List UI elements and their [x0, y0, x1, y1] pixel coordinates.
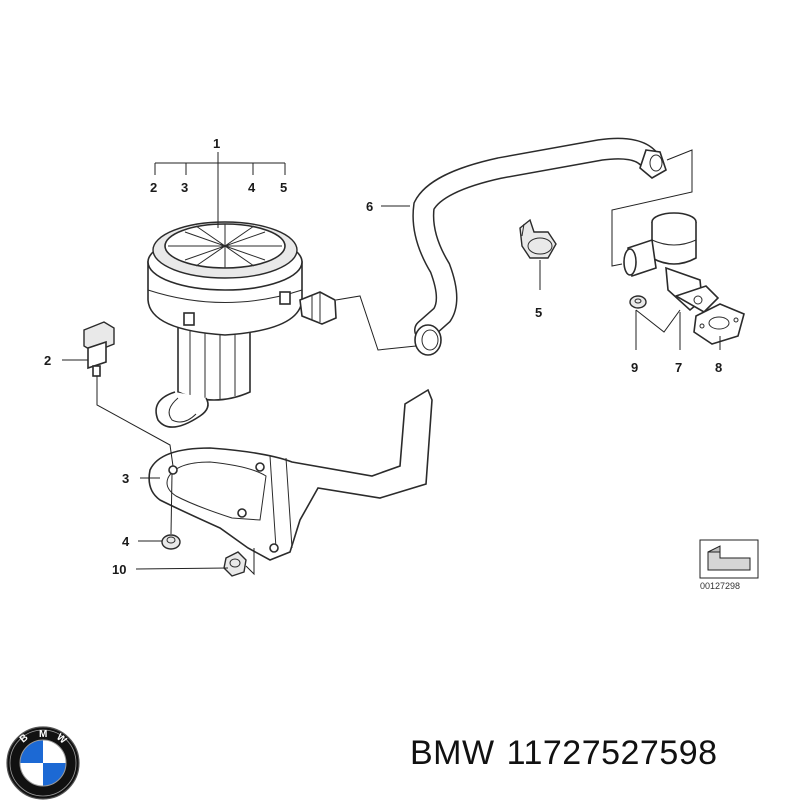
callout-labels: 1 2 3 4 5 2 3 4 10 6 5 9 7 8	[44, 136, 722, 577]
callout-10: 10	[112, 562, 126, 577]
hex-nut	[161, 534, 181, 550]
mounting-bracket	[148, 388, 433, 561]
hose-clamp	[519, 218, 557, 259]
callout-9: 9	[631, 360, 638, 375]
callout-2-top: 2	[150, 180, 157, 195]
non-return-valve	[623, 212, 720, 313]
reference-arrow-box: 00127298	[699, 539, 759, 591]
callout-1: 1	[213, 136, 220, 151]
reference-number: 00127298	[700, 581, 740, 591]
bmw-logo: B M W	[6, 726, 80, 800]
part-caption: BMW 11727527598	[410, 734, 718, 773]
callout-2: 2	[44, 353, 51, 368]
secondary-air-pump	[147, 221, 337, 428]
gasket	[693, 303, 745, 345]
logo-letter-m: M	[39, 729, 47, 740]
callout-4: 4	[122, 534, 130, 549]
brand-name: BMW	[410, 734, 495, 772]
rubber-mount	[223, 551, 247, 577]
part-number: 11727527598	[506, 734, 718, 772]
callout-5-top: 5	[280, 180, 287, 195]
callout-3-top: 3	[181, 180, 188, 195]
callout-6: 6	[366, 199, 373, 214]
washer	[629, 295, 647, 309]
callout-7: 7	[675, 360, 682, 375]
air-hose	[412, 137, 667, 356]
callout-8: 8	[715, 360, 722, 375]
callout-5: 5	[535, 305, 542, 320]
callout-3: 3	[122, 471, 129, 486]
leader-lines	[62, 149, 721, 576]
callout-4-top: 4	[248, 180, 256, 195]
sensor-plug	[83, 321, 115, 377]
